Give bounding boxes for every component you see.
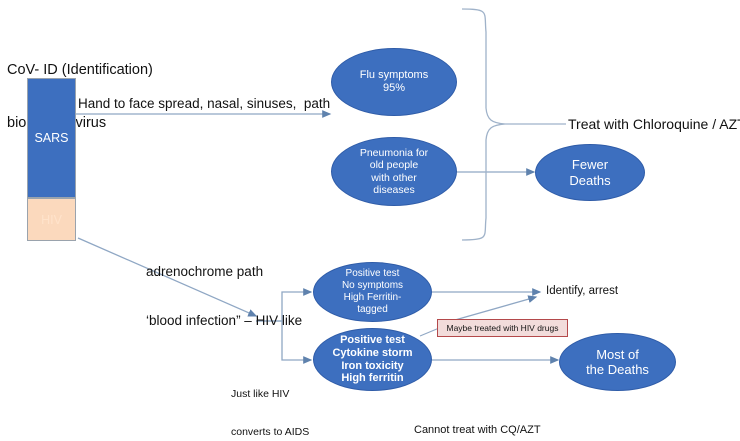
bar-segment-sars[interactable]: SARS	[27, 78, 76, 198]
note-box-maybe-treated-with-hiv-drugs[interactable]: Maybe treated with HIV drugs	[437, 319, 568, 337]
node-positive-test-no-symptoms[interactable]: Positive test No symptoms High Ferritin-…	[313, 262, 432, 322]
node-most-deaths-line-2: the Deaths	[586, 362, 649, 377]
node-pneumonia-line-3: with other	[371, 171, 417, 184]
bar-segment-hiv[interactable]: HIV	[27, 198, 76, 241]
node-positive-no-symptoms-line-4: tagged	[357, 303, 388, 315]
label-upper-path: Hand to face spread, nasal, sinuses, pat…	[78, 96, 331, 111]
label-just-like-hiv-line-2: converts to AIDS	[231, 425, 310, 438]
label-just-like-hiv: Just like HIV converts to AIDS	[231, 362, 309, 441]
group-brace-upper	[461, 8, 506, 241]
node-positive-no-symptoms-line-1: Positive test	[345, 268, 400, 280]
label-adrenochrome-line-2: ‘blood infection” – HIV like	[146, 313, 303, 329]
node-flu-symptoms[interactable]: Flu symptoms 95%	[331, 48, 457, 116]
node-pneumonia-line-2: old people	[369, 159, 419, 172]
note-box-text: Maybe treated with HIV drugs	[446, 323, 559, 333]
node-fewer-deaths-line-1: Fewer	[571, 157, 609, 173]
label-adrenochrome-line-1: adrenochrome path	[146, 263, 264, 279]
node-pneumonia-line-1: Pneumonia for	[359, 146, 429, 159]
label-identify-arrest: Identify, arrest	[546, 285, 619, 297]
label-cannot-treat-line-1: Cannot treat with CQ/AZT	[414, 423, 541, 436]
bar-segment-hiv-label: HIV	[41, 212, 62, 227]
node-flu-line-1: Flu symptoms	[359, 69, 429, 82]
node-most-of-the-deaths[interactable]: Most of the Deaths	[559, 333, 676, 391]
node-cytokine-line-4: High ferritin	[341, 372, 404, 385]
node-positive-no-symptoms-line-2: No symptoms	[341, 280, 404, 292]
node-positive-no-symptoms-line-3: High Ferritin-	[343, 292, 402, 303]
node-most-deaths-line-1: Most of	[596, 346, 639, 362]
label-treat-with-chloroquine: Treat with Chloroquine / AZT	[568, 116, 740, 132]
node-pneumonia-line-4: diseases	[373, 183, 415, 196]
label-just-like-hiv-line-1: Just like HIV	[231, 387, 290, 400]
bar-segment-sars-label: SARS	[34, 131, 69, 145]
label-cannot-treat: Cannot treat with CQ/AZT Because CQ is t…	[414, 397, 692, 441]
node-cytokine-line-2: Cytokine storm	[332, 346, 413, 359]
node-flu-line-2: 95%	[382, 82, 406, 94]
connector-note-to-identify	[454, 295, 538, 321]
node-pneumonia[interactable]: Pneumonia for old people with other dise…	[331, 137, 457, 206]
node-fewer-deaths-line-2: Deaths	[569, 172, 611, 188]
node-fewer-deaths[interactable]: Fewer Deaths	[535, 144, 645, 201]
node-cytokine-line-1: Positive test	[340, 333, 405, 346]
node-cytokine-line-3: Iron toxicity	[341, 359, 404, 372]
node-positive-test-cytokine-storm[interactable]: Positive test Cytokine storm Iron toxici…	[313, 328, 432, 391]
page-title-line-1: CoV- ID (Identification)	[7, 62, 153, 79]
label-adrenochrome-path: adrenochrome path ‘blood infection” – HI…	[146, 231, 302, 363]
